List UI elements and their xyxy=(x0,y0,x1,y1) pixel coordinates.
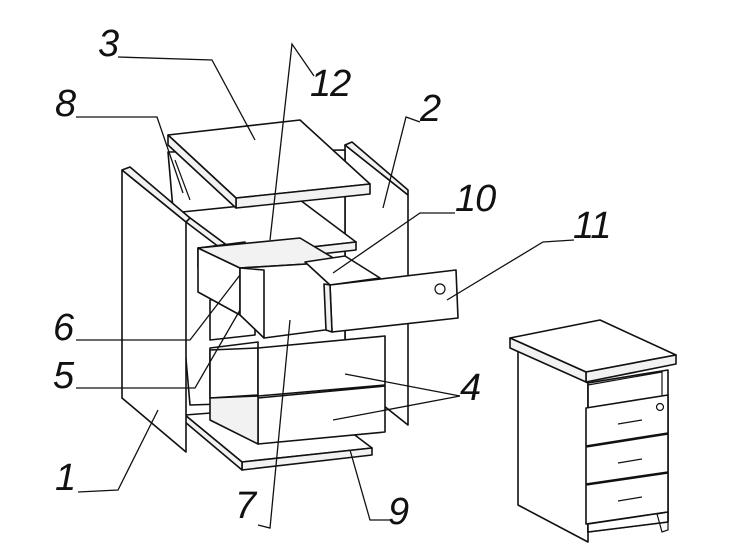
label-9: 9 xyxy=(388,491,409,533)
leader-lines xyxy=(76,42,575,529)
label-4: 4 xyxy=(460,367,480,409)
leader-7 xyxy=(257,319,291,529)
label-11: 11 xyxy=(573,205,610,247)
label-5: 5 xyxy=(53,355,75,397)
leader-4 xyxy=(344,373,461,397)
leader-2 xyxy=(382,116,421,209)
leader-4b xyxy=(332,395,461,421)
label-12: 12 xyxy=(310,63,351,105)
part-1-left-side-panel xyxy=(121,166,191,453)
part-11-drawer-front xyxy=(323,269,459,333)
leader-11 xyxy=(446,239,575,301)
leader-1 xyxy=(77,409,159,493)
leader-8 xyxy=(76,116,184,194)
label-2: 2 xyxy=(419,88,441,130)
label-8: 8 xyxy=(55,83,76,125)
leader-9 xyxy=(349,449,390,521)
part-10-drawer-side xyxy=(304,255,381,286)
leader-10 xyxy=(332,212,455,274)
label-7: 7 xyxy=(235,485,258,527)
label-1: 1 xyxy=(55,457,75,499)
part-7-drawer-box xyxy=(197,237,341,339)
leader-3 xyxy=(117,56,256,141)
label-6: 6 xyxy=(53,307,75,349)
assembled-cabinet xyxy=(509,319,677,543)
label-10: 10 xyxy=(455,178,496,220)
part-labels: 3 12 8 2 10 11 6 5 4 1 7 9 xyxy=(53,23,611,533)
leader-6 xyxy=(76,274,241,341)
label-3: 3 xyxy=(98,23,119,65)
part-4-drawer-fronts xyxy=(209,335,386,445)
leader-5 xyxy=(76,309,241,389)
part-3-top-panel xyxy=(167,119,371,209)
leader-12 xyxy=(269,42,315,241)
